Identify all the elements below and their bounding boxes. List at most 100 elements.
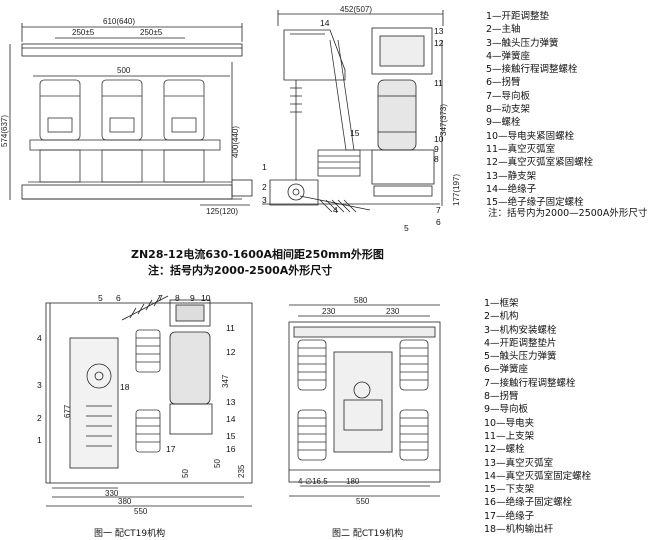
top-legend-item: 15—绝子缘子固定螺栓	[486, 197, 584, 209]
fig2-caption: 图二 配CT19机构	[332, 529, 404, 539]
bottom-legend-item: 16—绝缘子固定螺栓	[484, 497, 573, 509]
fig1-label-2: 2	[37, 413, 42, 423]
fig2-pitch2-dim: 230	[386, 307, 400, 316]
bottom-legend-item: 10—导电夹	[484, 417, 535, 429]
fig1-drawing: 330 380 550 677 347 235 50 50 5 6 7 8 9 …	[37, 293, 253, 516]
front-view-drawing: 610(640) 250±5 250±5 500	[0, 17, 253, 216]
fig1-label-14: 14	[226, 414, 236, 424]
front-bottom-dim: 125(120)	[206, 207, 238, 216]
top-legend-item: 5—接触行程调整螺栓	[486, 64, 578, 76]
top-legend-item: 11—真空灭弧室	[486, 143, 556, 155]
side-label-11: 11	[434, 78, 443, 88]
side-label-12: 12	[434, 38, 444, 48]
top-legend-item: 4—弹簧座	[486, 50, 531, 62]
side-label-4: 4	[333, 205, 338, 215]
top-legend-item: 10—导电夹紧固螺栓	[486, 130, 575, 142]
side-h1-dim: 347(373)	[439, 104, 448, 136]
fig2-drawing: 580 230 230 180 4-∅16.5 550	[288, 296, 441, 506]
fig1-h1-dim: 677	[63, 404, 72, 418]
side-label-7: 7	[436, 205, 441, 215]
fig1-w2-dim: 380	[118, 497, 132, 506]
top-legend-item: 6—拐臂	[486, 77, 521, 89]
fig1-label-11: 11	[226, 323, 235, 333]
fig1-label-6: 6	[116, 293, 121, 303]
side-label-9: 9	[434, 144, 439, 154]
fig2-inner-dim: 180	[346, 477, 360, 486]
side-width-dim: 452(507)	[340, 5, 372, 14]
top-legend-note: 注：括号内为2000—2500A外形尺寸	[488, 208, 648, 219]
front-pitch-right-dim: 250±5	[140, 28, 163, 37]
fig1-label-10: 10	[201, 293, 211, 303]
bottom-legend-item: 15—下支架	[484, 484, 535, 496]
fig1-label-9: 9	[190, 293, 195, 303]
side-label-1: 1	[262, 162, 267, 172]
fig1-w3-dim: 550	[134, 507, 148, 516]
fig1-label-3: 3	[37, 380, 42, 390]
top-legend-item: 12—真空灭弧室紧固螺栓	[486, 157, 594, 169]
fig1-label-5: 5	[98, 293, 103, 303]
fig1-label-4: 4	[37, 333, 42, 343]
bottom-legend-item: 18—机构输出杆	[484, 524, 554, 536]
bottom-legend-item: 7—接触行程调整螺栓	[484, 377, 576, 389]
side-label-3: 3	[262, 195, 267, 205]
fig1-h3-dim: 235	[237, 464, 246, 478]
top-legend-item: 8—动支架	[486, 104, 531, 116]
front-pitch-left-dim: 250±5	[72, 28, 95, 37]
fig1-label-12: 12	[226, 347, 236, 357]
bottom-legend-item: 3—机构安装螺栓	[484, 324, 557, 336]
front-inner-dim: 500	[117, 66, 131, 75]
side-label-15: 15	[350, 128, 360, 138]
fig1-h2-dim: 347	[221, 374, 230, 388]
bottom-legend-item: 6—弹簧座	[484, 364, 529, 376]
fig1-caption: 图一 配CT19机构	[94, 529, 166, 539]
top-legend-item: 7—导向板	[486, 90, 531, 102]
bottom-legend-item: 17—绝缘子	[484, 510, 535, 522]
bottom-legend: 1—框架 2—机构 3—机构安装螺栓 4—开距调整垫片 5—触头压力弹簧 6—弹…	[484, 297, 591, 536]
front-width-dim: 610(640)	[103, 17, 135, 26]
fig1-label-16: 16	[226, 444, 236, 454]
top-legend: 1—开距调整垫 2—主轴 3—触头压力弹簧 4—弹簧座 5—接触行程调整螺栓 6…	[486, 10, 593, 209]
top-legend-item: 2—主轴	[486, 24, 521, 36]
fig2-hole-dim: 4-∅16.5	[298, 477, 328, 486]
side-label-14: 14	[320, 18, 330, 28]
fig1-h4-dim: 50	[181, 469, 190, 478]
side-label-2: 2	[262, 182, 267, 192]
drawing-title: ZN28-12电流630-1600A相间距250mm外形图	[131, 248, 384, 261]
bottom-legend-item: 2—机构	[484, 311, 519, 323]
fig1-label-7: 7	[158, 293, 163, 303]
side-label-8: 8	[434, 154, 439, 164]
top-legend-item: 9—螺栓	[486, 117, 521, 129]
fig1-w1-dim: 330	[105, 489, 119, 498]
fig1-label-15: 15	[226, 431, 236, 441]
top-legend-item: 14—绝缘子	[486, 183, 537, 195]
bottom-legend-item: 13—真空灭弧室	[484, 457, 554, 469]
fig1-label-18: 18	[120, 382, 130, 392]
side-label-13: 13	[434, 26, 444, 36]
fig1-label-8: 8	[175, 293, 180, 303]
fig1-h5-dim: 50	[213, 459, 222, 468]
top-legend-item: 1—开距调整垫	[486, 11, 550, 22]
drawing-note: 注：括号内为2000-2500A外形尺寸	[148, 264, 333, 277]
fig2-width-dim: 580	[354, 296, 368, 305]
top-legend-item: 13—静支架	[486, 170, 537, 182]
bottom-legend-item: 11—上支架	[484, 430, 535, 442]
fig2-pitch1-dim: 230	[322, 307, 336, 316]
side-view-drawing: 452(507) 347(373)	[262, 5, 461, 233]
side-h2-dim: 177(197)	[452, 174, 461, 206]
bottom-legend-item: 9—导向板	[484, 404, 529, 416]
bottom-legend-item: 14—真空灭弧室固定螺栓	[484, 470, 592, 482]
bottom-legend-item: 1—框架	[484, 298, 519, 309]
fig1-label-1: 1	[37, 435, 42, 445]
fig1-label-17: 17	[166, 444, 176, 454]
fig1-label-13: 13	[226, 397, 236, 407]
side-label-6: 6	[436, 217, 441, 227]
side-label-10: 10	[434, 134, 444, 144]
bottom-legend-item: 4—开距调整垫片	[484, 337, 557, 349]
bottom-legend-item: 8—拐臂	[484, 391, 519, 403]
bottom-legend-item: 12—螺栓	[484, 444, 525, 456]
side-label-5: 5	[404, 223, 409, 233]
top-legend-item: 3—触头压力弹簧	[486, 37, 559, 49]
bottom-legend-item: 5—触头压力弹簧	[484, 351, 557, 363]
